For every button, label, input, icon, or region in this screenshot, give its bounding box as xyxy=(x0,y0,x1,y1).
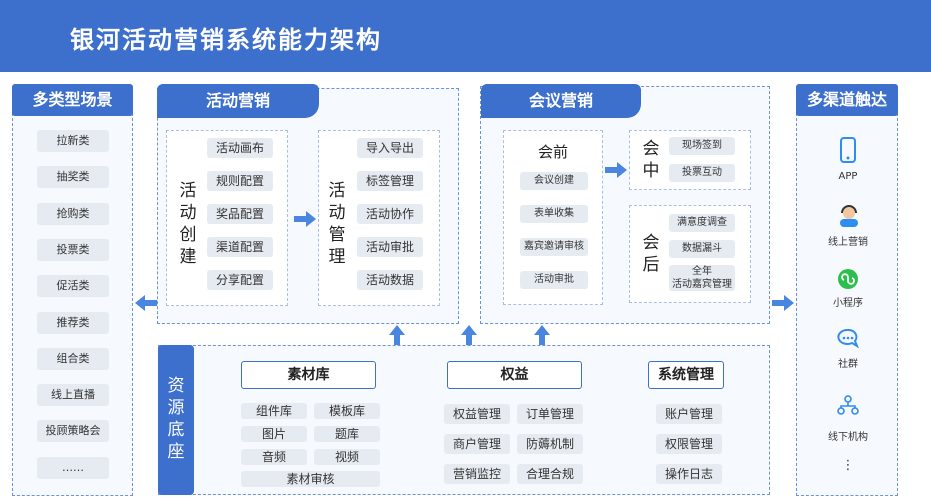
item-label: 投顾策略会 xyxy=(37,420,109,443)
item-label: 合理合规 xyxy=(517,464,583,484)
channel-label: 社群 xyxy=(838,359,858,370)
item-label: 投票类 xyxy=(37,238,109,261)
channel-label: 线上营销 xyxy=(828,237,868,248)
item-label: 账户管理 xyxy=(656,404,722,424)
item-label: 活动协作 xyxy=(357,204,423,224)
item-label: 推荐类 xyxy=(37,311,109,334)
item-label: 抢购类 xyxy=(37,202,109,225)
item-label: 模板库 xyxy=(314,403,380,419)
item-label: 操作日志 xyxy=(656,464,722,484)
item-label: 线上直播 xyxy=(37,384,109,407)
meeting-during-title: 会中 xyxy=(642,139,660,181)
org-icon xyxy=(837,395,859,415)
item-label: 商户管理 xyxy=(444,434,510,454)
chat-icon xyxy=(837,328,860,349)
arrow-right-icon xyxy=(605,162,627,178)
item-label: 视频 xyxy=(314,449,380,465)
item-label: 标签管理 xyxy=(357,171,423,191)
arrow-left-icon xyxy=(135,295,157,311)
item-label: 全年 xyxy=(669,265,735,278)
item-label: 拉新类 xyxy=(37,130,109,152)
arrow-right-icon xyxy=(772,295,794,311)
item-label: 促活类 xyxy=(37,275,109,298)
meeting-after-title: 会后 xyxy=(642,233,660,275)
item-label: 投票互动 xyxy=(669,164,735,182)
activity-title: 活动营销 xyxy=(157,84,319,118)
item-label: 权益管理 xyxy=(444,404,510,424)
item-label: 活动审批 xyxy=(357,237,423,257)
channels-title: 多渠道触达 xyxy=(796,84,898,116)
item-label: 会议创建 xyxy=(520,172,588,190)
agent-icon xyxy=(840,205,858,227)
item-label: 表单收集 xyxy=(520,205,588,223)
meeting-before-title: 会前 xyxy=(537,143,568,161)
item-label: 规则配置 xyxy=(207,171,273,191)
activity-create-title: 活动创建 xyxy=(179,181,197,267)
more-icon: ⋮ xyxy=(841,458,855,473)
page-title: 银河活动营销系统能力架构 xyxy=(70,26,382,54)
resources-title: 资源底座 xyxy=(167,376,185,462)
item-label: 抽奖类 xyxy=(37,166,109,189)
arrow-up-icon xyxy=(389,325,405,345)
item-label: 素材审核 xyxy=(241,471,380,487)
meeting-title: 会议营销 xyxy=(481,84,641,118)
item-label: 嘉宾邀请审核 xyxy=(520,238,588,256)
material-title: 素材库 xyxy=(241,361,376,389)
item-label: 现场签到 xyxy=(669,137,735,155)
item-label: 题库 xyxy=(314,426,380,442)
item-label: 数据漏斗 xyxy=(669,240,735,258)
item-label: 组件库 xyxy=(241,403,307,419)
channel-label: 线下机构 xyxy=(828,432,868,443)
item-label: 活动审批 xyxy=(520,271,588,289)
arrow-up-icon xyxy=(461,325,477,345)
activity-manage-title: 活动管理 xyxy=(328,181,346,267)
item-label: 满意度调查 xyxy=(669,214,735,232)
item-label: 渠道配置 xyxy=(207,237,273,257)
item-label: 权限管理 xyxy=(656,434,722,454)
rights-title: 权益 xyxy=(447,361,582,389)
item-label: 订单管理 xyxy=(517,404,583,424)
scenes-title: 多类型场景 xyxy=(12,84,133,116)
miniprogram-icon xyxy=(838,269,858,289)
header-bar: 银河活动营销系统能力架构 xyxy=(0,0,931,72)
item-label: 营销监控 xyxy=(444,464,510,484)
item-label: 音频 xyxy=(241,449,307,465)
item-label: 活动数据 xyxy=(357,270,423,290)
item-label: 图片 xyxy=(241,426,307,442)
resources-title-box xyxy=(158,345,194,495)
item-label: 组合类 xyxy=(37,347,109,370)
arrow-right-icon xyxy=(294,211,316,227)
item-label: 分享配置 xyxy=(207,270,273,290)
item-label: 奖品配置 xyxy=(207,204,273,224)
item-label: 导入导出 xyxy=(357,138,423,158)
item-label: …… xyxy=(37,456,109,479)
channel-label: 小程序 xyxy=(833,298,863,309)
phone-icon xyxy=(840,137,856,163)
arrow-up-icon xyxy=(534,325,550,345)
system-title: 系统管理 xyxy=(648,361,724,389)
channel-label: APP xyxy=(838,171,858,182)
item-label: 活动嘉宾管理 xyxy=(669,278,735,291)
item-label: 活动画布 xyxy=(207,138,273,158)
item-label: 防薅机制 xyxy=(517,434,583,454)
